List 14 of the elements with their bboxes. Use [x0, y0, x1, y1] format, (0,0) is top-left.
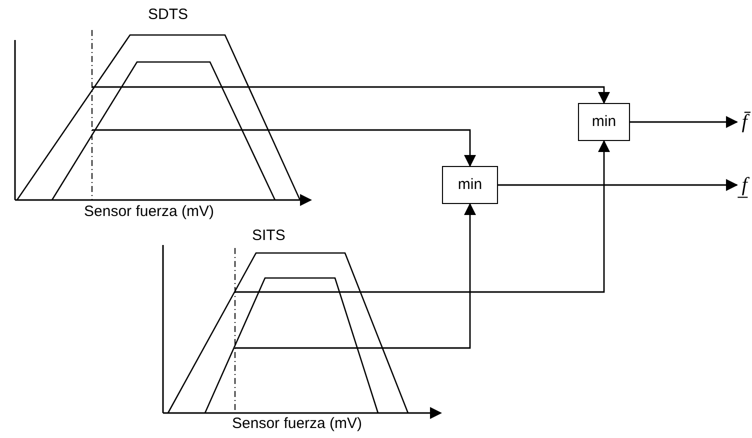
min-operator-box: min: [442, 166, 498, 204]
chart-title: SDTS: [148, 6, 188, 24]
arrow: [498, 179, 738, 191]
arrow: [92, 129, 476, 167]
arrow: [630, 116, 738, 128]
min-operator-box: min: [578, 103, 630, 141]
arrow: [235, 140, 610, 293]
output-symbol: f̄: [737, 109, 752, 135]
arrow: [92, 86, 610, 104]
axis-label: Sensor fuerza (mV): [232, 415, 362, 433]
axis-label: Sensor fuerza (mV): [84, 203, 214, 221]
output-symbol: f̲: [737, 172, 752, 198]
chart-title: SITS: [252, 227, 286, 245]
arrow: [235, 203, 476, 349]
